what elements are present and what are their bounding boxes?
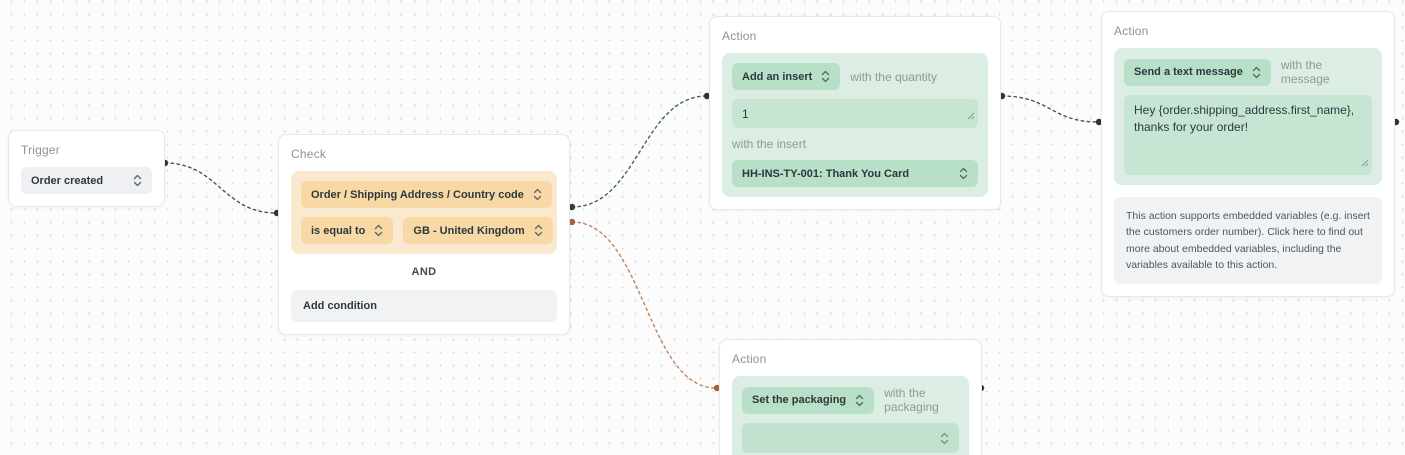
action-type-select[interactable]: Add an insert — [732, 63, 841, 90]
action-group: Set the packaging with the packaging — [732, 376, 969, 455]
quantity-field-wrap: 1 — [732, 99, 978, 128]
chevron-updown-icon — [1252, 66, 1261, 79]
quantity-input[interactable]: 1 — [732, 99, 978, 128]
condition-joiner-label: AND — [411, 266, 437, 278]
message-label: with the message — [1280, 58, 1330, 86]
action-group: Add an insert with the quantity 1 with t… — [722, 53, 988, 197]
node-title: Action — [722, 29, 757, 43]
chevron-updown-icon — [533, 188, 542, 201]
chevron-updown-icon — [821, 70, 830, 83]
insert-label: with the insert — [732, 137, 807, 151]
condition-group: Order / Shipping Address / Country code … — [291, 171, 557, 254]
condition-field-select[interactable]: Order / Shipping Address / Country code — [301, 181, 552, 208]
chevron-updown-icon — [855, 394, 864, 407]
message-input[interactable]: Hey {order.shipping_address.first_name},… — [1124, 95, 1372, 175]
check-node: Check Order / Shipping Address / Country… — [278, 134, 570, 335]
chevron-updown-icon — [959, 167, 968, 180]
quantity-label: with the quantity — [850, 69, 938, 84]
message-field-wrap: Hey {order.shipping_address.first_name},… — [1124, 95, 1372, 175]
packaging-action-node: Action Set the packaging with the packag… — [719, 339, 982, 455]
node-title: Action — [1114, 24, 1149, 38]
edge-trigger-to-check — [164, 162, 277, 214]
edge-insert-action-to-sms-action — [1001, 95, 1099, 123]
embedded-variables-info: This action supports embedded variables … — [1114, 197, 1382, 285]
condition-field-select-value: Order / Shipping Address / Country code — [311, 188, 524, 201]
action-group: Send a text message with the message Hey… — [1114, 48, 1382, 185]
action-type-select[interactable]: Send a text message — [1124, 58, 1271, 86]
condition-operator-select-value: is equal to — [311, 224, 366, 237]
node-title: Trigger — [21, 143, 60, 157]
add-condition-button[interactable]: Add condition — [291, 290, 557, 322]
edge-check-to-packaging-action — [571, 221, 717, 389]
chevron-updown-icon — [133, 174, 142, 187]
node-title: Check — [291, 147, 327, 161]
insert-select[interactable]: HH-INS-TY-001: Thank You Card — [732, 160, 978, 187]
trigger-node: Trigger Order created — [8, 130, 165, 207]
chevron-updown-icon — [940, 432, 949, 445]
action-type-select[interactable]: Set the packaging — [742, 386, 875, 414]
action-type-select-value: Send a text message — [1134, 66, 1243, 78]
resize-grip-icon[interactable] — [967, 107, 975, 125]
insert-action-node: Action Add an insert with the quantity 1… — [709, 16, 1001, 210]
sms-action-node: Action Send a text message with the mess… — [1101, 11, 1395, 298]
chevron-updown-icon — [534, 224, 543, 237]
node-title: Action — [732, 352, 767, 366]
packaging-select[interactable] — [742, 423, 959, 453]
trigger-event-select-value: Order created — [31, 174, 104, 187]
insert-select-value: HH-INS-TY-001: Thank You Card — [742, 167, 910, 180]
edge-check-to-insert-action — [571, 95, 708, 208]
action-type-select-value: Set the packaging — [752, 394, 847, 406]
condition-value-select[interactable]: GB - United Kingdom — [403, 217, 553, 244]
chevron-updown-icon — [374, 224, 383, 237]
packaging-label: with the packaging — [884, 386, 939, 414]
trigger-event-select[interactable]: Order created — [21, 167, 152, 194]
condition-value-select-value: GB - United Kingdom — [413, 224, 525, 237]
condition-operator-select[interactable]: is equal to — [301, 217, 394, 244]
action-type-select-value: Add an insert — [742, 70, 813, 83]
resize-grip-icon[interactable] — [1361, 154, 1369, 172]
